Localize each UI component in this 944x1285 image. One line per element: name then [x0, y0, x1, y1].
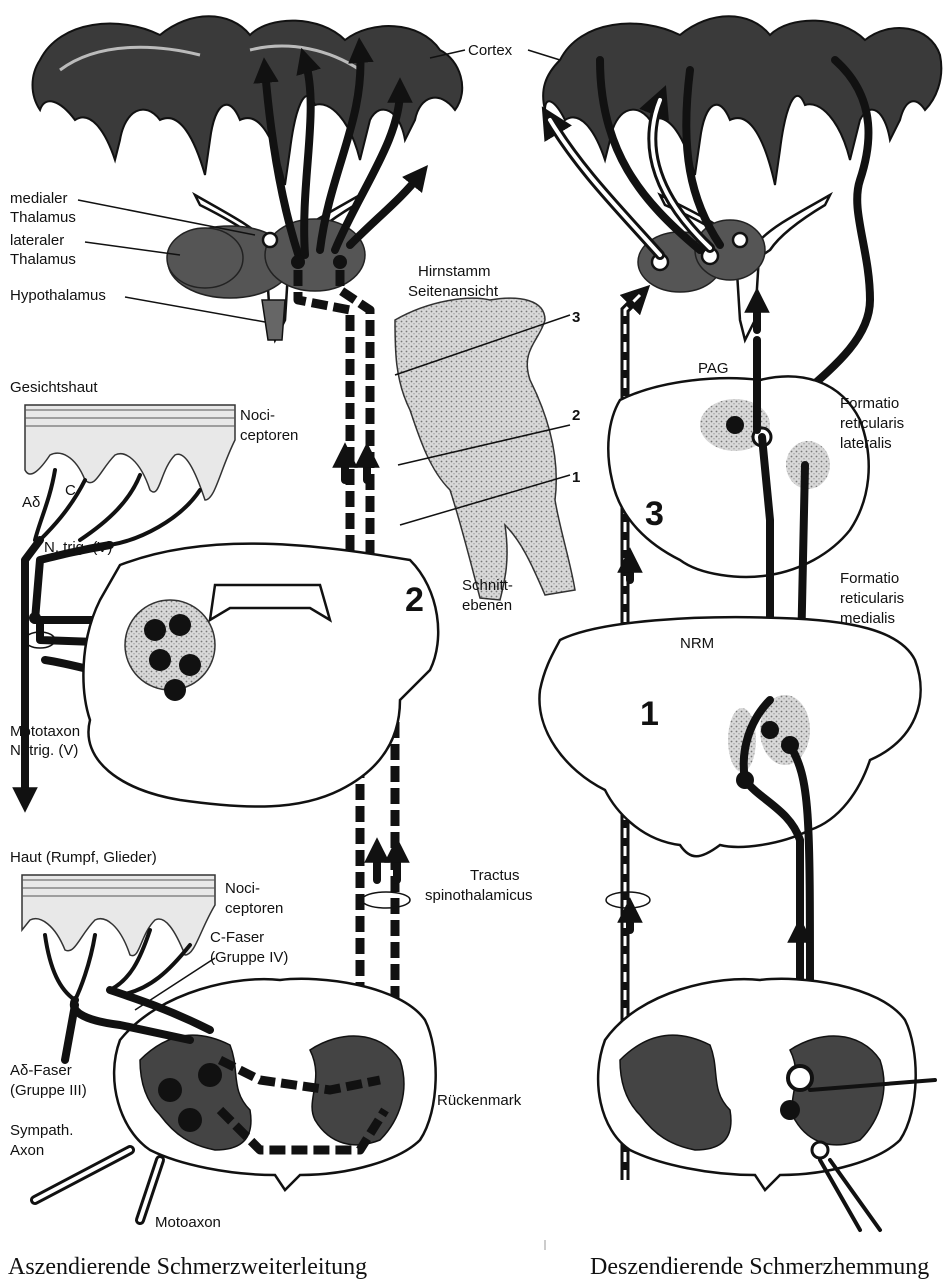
label-lateraler: lateraler	[10, 232, 64, 249]
section-number-1: 1	[640, 695, 659, 733]
label-formatio-lat-1: Formatio	[840, 395, 899, 412]
label-medialer: medialer	[10, 190, 68, 207]
label-noci-bottom: Noci-	[225, 880, 260, 897]
label-n-trig: N. trig. (V)	[44, 539, 112, 556]
label-motoaxon: Motoaxon	[155, 1214, 221, 1231]
label-seitenansicht: Seitenansicht	[408, 283, 499, 300]
label-hypothalamus: Hypothalamus	[10, 287, 106, 304]
label-gruppe-iv: (Gruppe IV)	[210, 949, 288, 966]
label-c-faser: C-Faser	[210, 929, 264, 946]
label-mototaxon: Mototaxon	[10, 723, 80, 740]
cut-3: 3	[572, 309, 580, 326]
label-sympath: Sympath.	[10, 1122, 73, 1139]
section-number-3: 3	[645, 495, 664, 533]
cut-1: 1	[572, 469, 580, 486]
label-medialer-thalamus: Thalamus	[10, 209, 76, 226]
label-pag: PAG	[698, 360, 729, 377]
section-1	[539, 617, 920, 856]
caption-descending: Deszendierende Schmerzhemmung	[590, 1254, 929, 1280]
label-formatio-lat-2: reticularis	[840, 415, 904, 432]
label-lateraler-thalamus: Thalamus	[10, 251, 76, 268]
label-tractus: Tractus	[470, 867, 519, 884]
label-formatio-med-2: reticularis	[840, 590, 904, 607]
label-formatio-med-3: medialis	[840, 610, 895, 627]
caption-ascending: Aszendierende Schmerzweiterleitung	[8, 1254, 367, 1280]
label-schnitt: Schnitt-	[462, 577, 513, 594]
label-ceptoren-top: ceptoren	[240, 427, 298, 444]
label-noci-top: Noci-	[240, 407, 275, 424]
label-hirnstamm: Hirnstamm	[418, 263, 491, 280]
label-a-delta-faser: Aδ-Faser	[10, 1062, 72, 1079]
label-mototaxon-ntrig: N. trig. (V)	[10, 742, 78, 759]
section-2	[83, 544, 438, 807]
cut-2: 2	[572, 407, 580, 424]
label-haut: Haut (Rumpf, Glieder)	[10, 849, 157, 866]
brainstem-side-view	[395, 298, 575, 600]
section-number-2: 2	[405, 581, 424, 619]
label-a-delta: Aδ	[22, 494, 40, 511]
label-spinothalamicus: spinothalamicus	[425, 887, 533, 904]
label-rueckenmark: Rückenmark	[437, 1092, 522, 1109]
label-c: C	[65, 482, 76, 499]
label-nrm: NRM	[680, 635, 714, 652]
thalamus-left	[167, 195, 365, 340]
label-ebenen: ebenen	[462, 597, 512, 614]
label-axon: Axon	[10, 1142, 44, 1159]
label-gesichtshaut: Gesichtshaut	[10, 379, 98, 396]
left-panel-ascending	[22, 16, 462, 1220]
label-cortex: Cortex	[468, 42, 513, 59]
section-3	[608, 376, 868, 576]
label-gruppe-iii: (Gruppe III)	[10, 1082, 87, 1099]
body-skin	[22, 875, 215, 1000]
label-formatio-lat-3: lateralis	[840, 435, 892, 452]
face-skin	[25, 405, 235, 545]
label-formatio-med-1: Formatio	[840, 570, 899, 587]
label-ceptoren-bottom: ceptoren	[225, 900, 283, 917]
